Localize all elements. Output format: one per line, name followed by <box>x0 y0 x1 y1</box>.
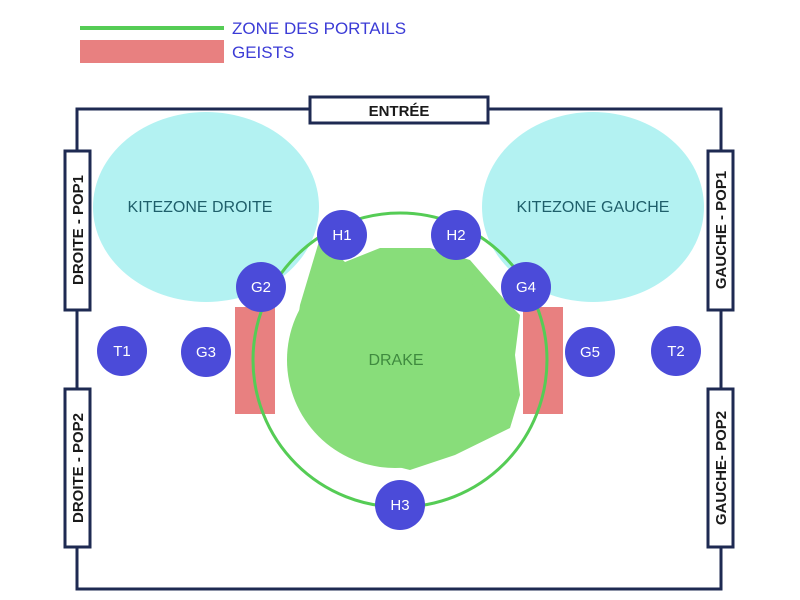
kitezone-left-area <box>482 112 704 302</box>
left-pop1-box <box>63 149 92 312</box>
legend-geists-label: GEISTS <box>232 43 294 62</box>
boss-area <box>287 252 503 468</box>
marker-h2-label: H2 <box>446 227 465 244</box>
marker-t2-label: T2 <box>667 343 685 360</box>
kitezone-left-label: KITEZONE GAUCHE <box>517 199 670 216</box>
kitezone-right-label: KITEZONE DROITE <box>128 199 273 216</box>
marker-t1: T1 <box>97 326 147 376</box>
legend-portal-label: ZONE DES PORTAILS <box>232 19 406 38</box>
left-pop1-label: DROITE - POP1 <box>70 175 87 285</box>
marker-g5: G5 <box>565 327 615 377</box>
marker-h2: H2 <box>431 210 481 260</box>
marker-g4-label: G4 <box>516 279 536 296</box>
right-pop1-label: GAUCHE - POP1 <box>713 171 730 289</box>
marker-g4: G4 <box>501 262 551 312</box>
entrance-label: ENTRÉE <box>369 103 430 120</box>
marker-g4-circle <box>501 262 551 312</box>
marker-g5-label: G5 <box>580 344 600 361</box>
right-pop2-label: GAUCHE- POP2 <box>713 411 730 525</box>
left-pop2-box <box>63 387 92 549</box>
marker-h3: H3 <box>375 480 425 530</box>
right-pop1-box <box>706 149 735 312</box>
marker-h2-circle <box>431 210 481 260</box>
geist-zone-left <box>235 307 275 414</box>
marker-t2-circle <box>651 326 701 376</box>
marker-t1-label: T1 <box>113 343 131 360</box>
marker-h3-circle <box>375 480 425 530</box>
kitezone-right-area <box>93 112 319 302</box>
marker-g2: G2 <box>236 262 286 312</box>
entrance-box <box>308 95 490 125</box>
marker-g3-circle <box>181 327 231 377</box>
boss-label: DRAKE <box>368 352 423 369</box>
marker-g3-label: G3 <box>196 344 216 361</box>
marker-h3-label: H3 <box>390 497 409 514</box>
marker-g3: G3 <box>181 327 231 377</box>
marker-h1: H1 <box>317 210 367 260</box>
marker-g5-circle <box>565 327 615 377</box>
marker-t2: T2 <box>651 326 701 376</box>
left-pop2-label: DROITE - POP2 <box>70 413 87 523</box>
marker-t1-circle <box>97 326 147 376</box>
marker-g2-label: G2 <box>251 279 271 296</box>
legend-geists-swatch <box>80 40 224 63</box>
right-pop2-box <box>706 387 735 549</box>
marker-g2-circle <box>236 262 286 312</box>
marker-h1-label: H1 <box>332 227 351 244</box>
marker-h1-circle <box>317 210 367 260</box>
